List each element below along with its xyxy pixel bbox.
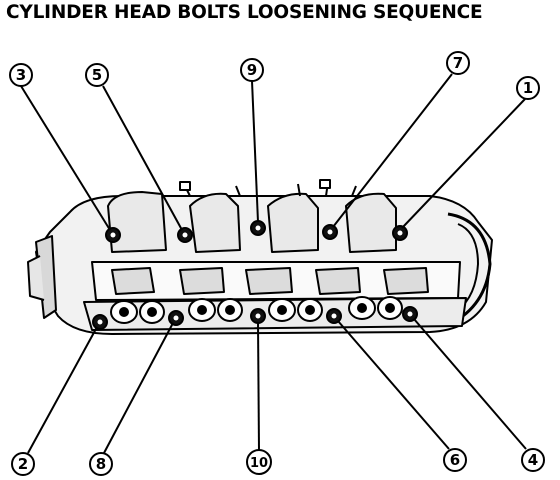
leader-line-6 — [337, 320, 450, 450]
callout-label: 4 — [528, 451, 538, 469]
callout-4: 4 — [521, 448, 545, 472]
leader-line-5 — [102, 85, 183, 231]
callout-2: 2 — [11, 452, 35, 476]
callout-7: 7 — [446, 51, 470, 75]
leader-lines — [20, 73, 527, 454]
callout-label: 3 — [16, 66, 26, 84]
diagram-title: CYLINDER HEAD BOLTS LOOSENING SEQUENCE — [6, 2, 483, 23]
callout-label: 1 — [523, 79, 533, 97]
leader-line-8 — [103, 322, 174, 454]
callout-label: 5 — [92, 66, 102, 84]
leader-line-2 — [27, 326, 98, 454]
leader-line-4 — [413, 318, 527, 450]
callout-3: 3 — [9, 63, 33, 87]
callout-label: 2 — [18, 455, 28, 473]
callout-6: 6 — [443, 448, 467, 472]
callout-label: 10 — [250, 456, 268, 471]
callout-5: 5 — [85, 63, 109, 87]
callout-9: 9 — [240, 58, 264, 82]
leader-line-7 — [332, 73, 453, 228]
callout-10: 10 — [246, 449, 272, 475]
callout-label: 7 — [453, 54, 463, 72]
leader-line-3 — [20, 85, 111, 231]
callout-label: 9 — [247, 61, 257, 79]
leader-line-9 — [251, 80, 259, 223]
callout-8: 8 — [89, 452, 113, 476]
callout-label: 6 — [450, 451, 460, 469]
leader-line-10 — [257, 321, 260, 452]
callout-1: 1 — [516, 76, 540, 100]
leader-line-1 — [401, 98, 526, 229]
callout-label: 8 — [96, 455, 106, 473]
cylinder-head-illustration — [27, 179, 493, 335]
